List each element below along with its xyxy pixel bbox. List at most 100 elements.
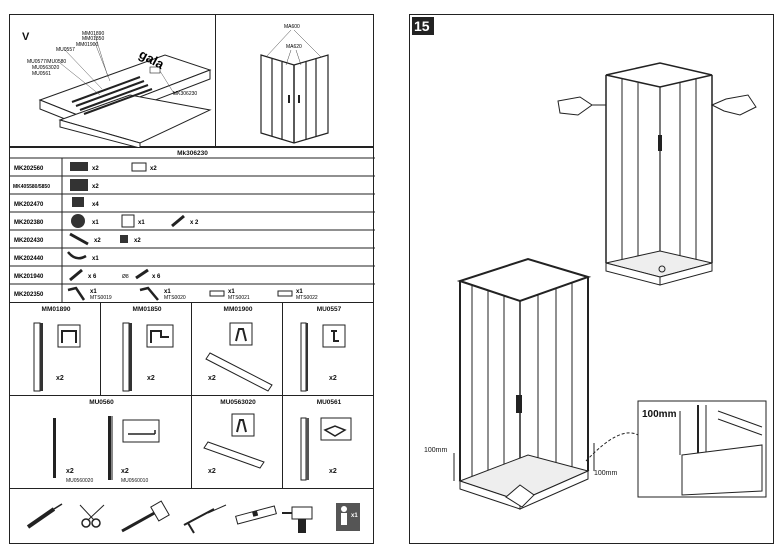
packaging-illustration: gala MM01890 MM01850 MM01900 MU0557 MU05… — [27, 31, 212, 148]
kit-qty: x1 — [164, 289, 171, 295]
kit-qty: x1 — [92, 220, 99, 226]
kit-qty: x2 — [134, 238, 141, 244]
profile-qty: x2 — [208, 468, 216, 475]
kit-qty: x2 — [150, 166, 157, 172]
person-icon — [336, 503, 360, 531]
profile-drawing — [33, 322, 81, 392]
kit-qty: x4 — [92, 202, 99, 208]
screwdriver-icon — [26, 503, 63, 529]
profile-qty: x2 — [56, 375, 64, 382]
level-icon — [235, 505, 277, 525]
kit-code: MK202440 — [14, 256, 44, 262]
profile-code: MU0563020 — [220, 399, 256, 406]
profile-qty: x2 — [208, 375, 216, 382]
profile-code: MM01850 — [132, 306, 162, 313]
kit-sub: MTS0022 — [296, 295, 318, 301]
cabin-drawing: MA600 MA620 — [260, 24, 329, 144]
profile-code: MM01900 — [223, 306, 253, 313]
kit-qty: x 6 — [88, 274, 97, 280]
profile-cell-mu0560: MU0560 x2 MU0560020 x2 MU0560010 — [9, 395, 192, 489]
silicone-gun-icon — [183, 504, 227, 534]
kit-code: MK202430 — [14, 238, 44, 244]
profile-drawing — [203, 413, 265, 469]
kit-qty: x1 — [138, 220, 145, 226]
upper-cabin — [605, 62, 713, 286]
dim-detail: 100mm — [642, 409, 677, 420]
kit-code: MK202470 — [14, 202, 44, 208]
kit-sub: MTS0020 — [164, 295, 186, 301]
kit-qty: x1 — [296, 289, 303, 295]
drill-icon — [282, 506, 313, 533]
profile-qty: x2 — [121, 468, 129, 475]
kit-code: MK202350 — [14, 292, 44, 298]
section-letter: V — [22, 31, 30, 43]
profile-sub: MU0560010 — [121, 478, 149, 484]
profile-code: MM01890 — [41, 306, 71, 313]
kit-rows: MK202560 x2 x2 MK405580/5850 x2 MK202470… — [10, 157, 375, 304]
step-number: 15 — [414, 18, 430, 34]
kit-qty: x1 — [228, 289, 235, 295]
kit-qty: x 6 — [152, 274, 161, 280]
profile-code: MU0560 — [89, 399, 114, 406]
box-contents-panel: V gala MM01890 MM01850 MM01900 MU0557 MU… — [9, 14, 216, 148]
right-hand-gripper — [710, 94, 757, 116]
profile-code: MU0561 — [316, 399, 342, 406]
kit-qty: x1 — [92, 256, 99, 262]
dim-left: 100mm — [424, 447, 448, 454]
kit-qty: x2 — [92, 184, 99, 190]
profile-drawing — [300, 417, 352, 481]
profile-drawing — [122, 322, 174, 392]
profile-drawing — [300, 322, 346, 392]
label-mu0563020: MU0563020 — [32, 65, 59, 71]
kit-code: MK202560 — [14, 166, 44, 172]
scissors-icon — [79, 504, 105, 528]
profile-cell-mu0563020: MU0563020 x2 — [191, 395, 283, 489]
kit-table-title: Mk306230 — [177, 150, 208, 157]
profile-drawing — [53, 416, 160, 480]
kit-prefix: Ø8 — [122, 274, 129, 280]
kit-qty: x2 — [94, 238, 101, 244]
detail-view — [637, 400, 767, 498]
label-mm01850: MM01850 — [82, 36, 104, 42]
kit-code: MK202380 — [14, 220, 44, 226]
step-illustration — [453, 62, 767, 510]
left-hand-gripper — [557, 96, 606, 116]
profile-drawing — [205, 322, 273, 392]
profile-code: MU0557 — [316, 306, 342, 313]
profile-cell-mm01890: MM01890 x2 — [9, 302, 101, 396]
label-ma600: MA600 — [284, 24, 300, 30]
profile-qty: x2 — [66, 468, 74, 475]
kit-qty: x1 — [90, 289, 97, 295]
label-mu0561: MU0561 — [32, 71, 51, 77]
label-mm01900: MM01900 — [76, 42, 98, 48]
label-mu0577: MU0577/MU0580 — [27, 59, 66, 65]
kit-code: MK201940 — [14, 274, 44, 280]
profile-cell-mu0561: MU0561 x2 — [282, 395, 374, 489]
profile-cell-mm01900: MM01900 x2 — [191, 302, 283, 396]
label-ma620: MA620 — [286, 44, 302, 50]
kit-sub: MTS0021 — [228, 295, 250, 301]
label-bag: MK306230 — [173, 91, 197, 97]
step-page: 15 — [409, 14, 774, 544]
label-mm01890: MM01890 — [82, 31, 104, 37]
hammer-icon — [121, 500, 170, 533]
profile-qty: x2 — [329, 375, 337, 382]
dim-right: 100mm — [594, 470, 618, 477]
tools-panel: x1 — [9, 488, 374, 544]
lower-cabin — [456, 257, 592, 510]
kit-table: Mk306230 MK202560 x2 x2 MK405580/5850 x2… — [9, 147, 375, 304]
cabin-top-view-panel: MA600 MA620 — [215, 14, 374, 147]
person-count: x1 — [351, 513, 358, 519]
kit-code: MK405580/5850 — [13, 184, 50, 190]
profile-sub: MU0560020 — [66, 478, 94, 484]
profile-qty: x2 — [329, 468, 337, 475]
kit-sub: MTS0019 — [90, 295, 112, 301]
profile-qty: x2 — [147, 375, 155, 382]
label-mu0557: MU0557 — [56, 47, 75, 53]
kit-qty: x 2 — [190, 220, 199, 226]
step-number-badge — [412, 17, 434, 35]
tools-icons — [26, 500, 360, 534]
profile-cell-mu0557: MU0557 x2 — [282, 302, 374, 396]
kit-qty: x2 — [92, 166, 99, 172]
profile-cell-mm01850: MM01850 x2 — [100, 302, 192, 396]
